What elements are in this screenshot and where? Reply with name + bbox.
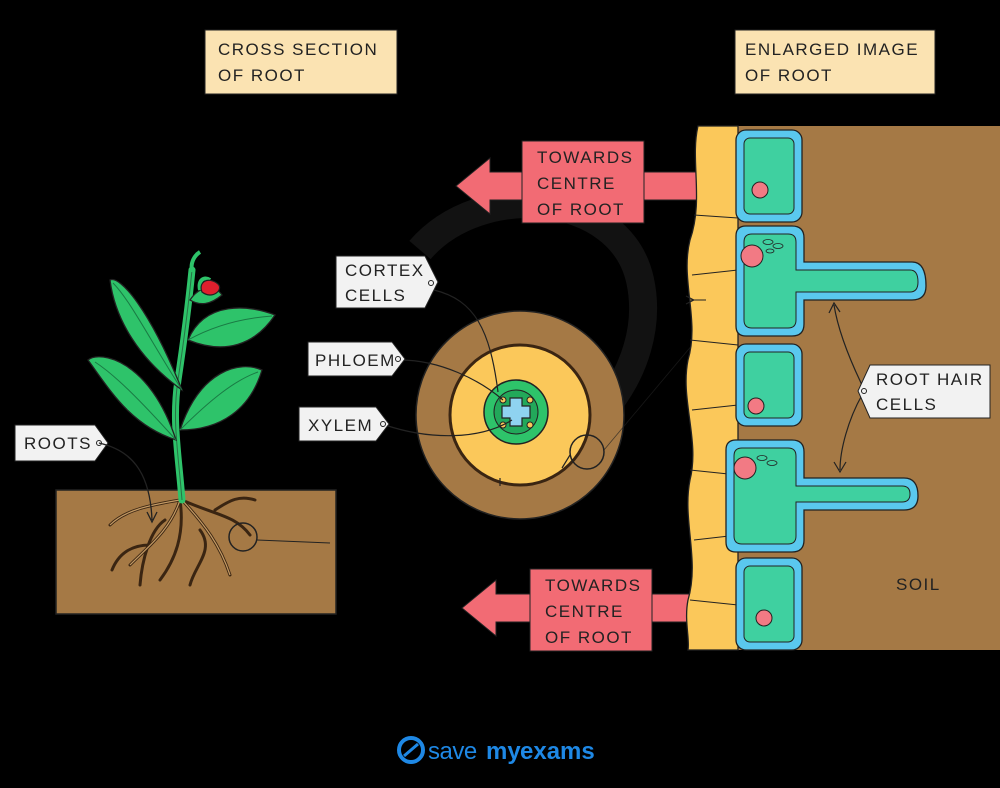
enlarged-image-title-line1: ENLARGED IMAGE	[745, 40, 919, 59]
root-zoom-circle	[228, 522, 258, 552]
root-hair-cells-line2: CELLS	[876, 395, 937, 414]
cortex-strip	[685, 125, 739, 651]
plant-illustration: ROOTS	[14, 250, 337, 615]
cross-section-title-line2: OF ROOT	[218, 66, 306, 85]
epidermis-cell	[735, 557, 803, 651]
xylem-label-text: XYLEM	[308, 416, 373, 435]
enlarged-image-title-box: ENLARGED IMAGE OF ROOT	[734, 29, 936, 95]
logo-word-save: save	[428, 738, 477, 765]
enlarged-image-title-line2: OF ROOT	[745, 66, 833, 85]
root-hair-cells-label: ROOT HAIR CELLS	[857, 364, 991, 419]
towards-bottom-line1: TOWARDS	[545, 576, 641, 595]
logo-word-my: my	[486, 738, 521, 765]
roots-label-text: ROOTS	[24, 434, 92, 453]
soil-label: SOIL	[896, 575, 941, 594]
towards-top-line3: OF ROOT	[537, 200, 625, 219]
root-hair-cells-line1: ROOT HAIR	[876, 370, 984, 389]
epidermis-cell	[735, 343, 803, 427]
towards-top-line2: CENTRE	[537, 174, 616, 193]
towards-centre-top: TOWARDS CENTRE OF ROOT	[455, 140, 707, 224]
cortex-cells-line1: CORTEX	[345, 261, 425, 280]
epidermis-cell	[735, 129, 803, 223]
towards-top-line1: TOWARDS	[537, 148, 633, 167]
cross-section-title-line1: CROSS SECTION	[218, 40, 378, 59]
roots-label: ROOTS	[14, 424, 109, 462]
flower-bud	[200, 279, 221, 296]
cross-section-zoom-circle	[569, 434, 605, 470]
xylem-label: XYLEM	[298, 406, 390, 442]
cross-section-title-box: CROSS SECTION OF ROOT	[204, 29, 398, 95]
logo-word-exams: exams	[520, 738, 595, 765]
cortex-cells-label: CORTEX CELLS	[335, 255, 439, 309]
cortex-cells-line2: CELLS	[345, 286, 406, 305]
root-cross-section	[384, 289, 731, 520]
xylem-cross	[501, 397, 531, 427]
logo-swirl-icon	[397, 736, 425, 764]
towards-bottom-line3: OF ROOT	[545, 628, 633, 647]
enlarged-root-section: ROOT HAIR CELLS SOIL	[685, 125, 1000, 651]
towards-centre-bottom: TOWARDS CENTRE OF ROOT	[461, 568, 715, 652]
phloem-label: PHLOEM	[307, 341, 406, 377]
root-hair-cell	[735, 225, 927, 337]
towards-bottom-line2: CENTRE	[545, 602, 624, 621]
phloem-label-text: PHLOEM	[315, 351, 396, 370]
save-my-exams-logo: save my exams	[397, 736, 595, 765]
soil-block	[55, 489, 337, 615]
cortex-cell-walls	[689, 214, 739, 606]
root-hair-cell	[725, 439, 919, 553]
roots-pointer-line	[98, 442, 153, 521]
